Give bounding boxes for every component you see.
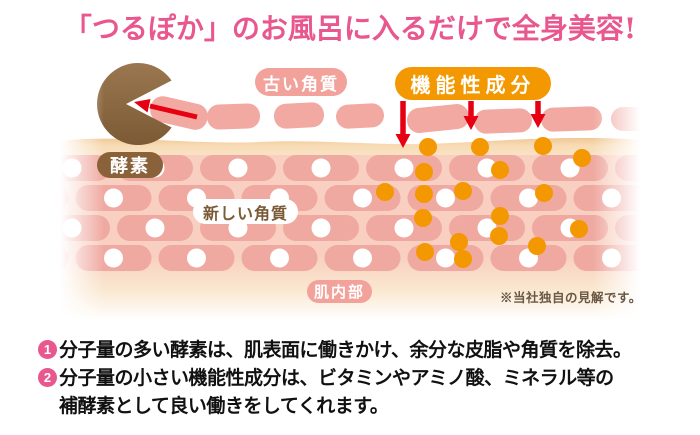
enzyme-action-arrow-icon — [134, 99, 198, 120]
note-1-text: 分子量の多い酵素は、肌表面に働きかけ、余分な皮脂や角質を除去。 — [59, 339, 632, 361]
note-item-2-continued: 補酵素として良い働きをしてくれます。 — [38, 392, 632, 420]
left-edge-fade — [60, 55, 104, 320]
note-item-1: 1 分子量の多い酵素は、肌表面に働きかけ、余分な皮脂や角質を除去。 — [38, 336, 632, 364]
old-keratin-label: 古い角質 — [255, 68, 347, 96]
note-2-badge: 2 — [38, 368, 57, 387]
note-2-text-line1: 分子量の小さい機能性成分は、ビタミンやアミノ酸、ミネラル等の — [59, 367, 614, 389]
functional-ingredient-label: 機能性成分 — [395, 67, 551, 100]
skin-surface-layer — [60, 137, 640, 155]
notes-section: 1 分子量の多い酵素は、肌表面に働きかけ、余分な皮脂や角質を除去。 2 分子量の… — [38, 336, 632, 420]
note-1-badge: 1 — [38, 340, 57, 359]
note-2-text-line2: 補酵素として良い働きをしてくれます。 — [59, 395, 389, 417]
skin-inside-label: 肌内部 — [307, 280, 372, 303]
page-title: 「つるぽか」のお風呂に入るだけで全身美容! — [63, 12, 637, 45]
enzyme-pacman-icon — [97, 63, 172, 145]
old-keratin-pieces — [150, 96, 640, 134]
functional-ingredient-dots — [376, 137, 591, 268]
enzyme-label: 酵素 — [97, 152, 163, 178]
skin-cross-section-diagram — [60, 55, 640, 320]
note-item-2: 2 分子量の小さい機能性成分は、ビタミンやアミノ酸、ミネラル等の — [38, 364, 632, 392]
right-edge-fade — [593, 55, 640, 320]
functional-penetration-arrow-icons — [395, 101, 546, 148]
disclaimer-note: ※当社独自の見解です。 — [500, 291, 642, 305]
new-keratin-label: 新しい角質 — [193, 199, 298, 224]
